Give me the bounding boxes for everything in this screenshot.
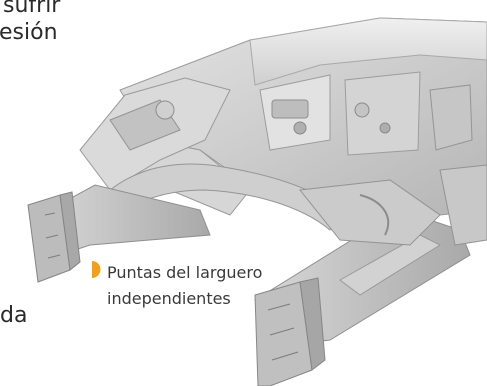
body-text-fragment-1: sufrir	[3, 0, 61, 18]
body-text-fragment-2: esión	[0, 20, 58, 45]
callout-line-2: independientes	[107, 289, 231, 308]
lower-center-details	[299, 164, 487, 246]
body-text-fragment-3: da	[0, 303, 28, 328]
half-circle-marker-icon	[92, 261, 101, 278]
callout-text: Puntas del larguero independientes	[107, 260, 262, 312]
left-frame-rail	[27, 184, 211, 283]
frame-upper-structure	[119, 17, 487, 216]
callout-line-1: Puntas del larguero	[107, 263, 263, 282]
